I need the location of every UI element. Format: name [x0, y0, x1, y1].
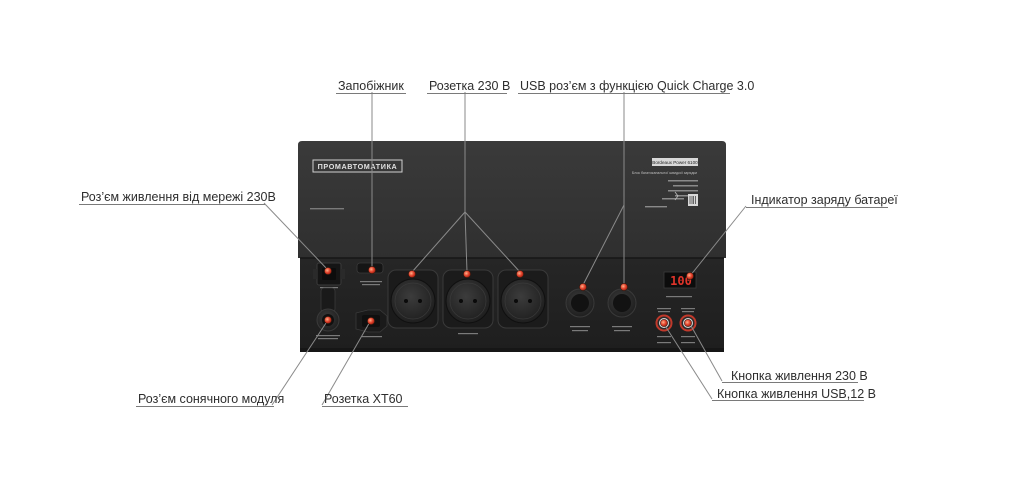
callout-underline	[322, 406, 408, 407]
socket-230v-2	[442, 269, 494, 329]
callout-markers	[324, 266, 694, 327]
device-top-housing	[298, 141, 726, 258]
callout-underline	[79, 204, 265, 205]
leader-lines	[263, 92, 747, 406]
svg-text:Блок багатоканальної швидкої з: Блок багатоканальної швидкої зарядки	[632, 171, 697, 175]
socket-230v-3	[497, 269, 549, 329]
callout-battery-indicator: Індикатор заряду батареї	[751, 193, 898, 207]
callout-underline	[427, 93, 507, 94]
socket-230v-1	[387, 269, 439, 329]
svg-text:Bordeaux Power 6100: Bordeaux Power 6100	[652, 160, 698, 165]
callout-underline	[336, 93, 406, 94]
callout-underline	[722, 382, 858, 383]
callout-power-button-230v: Кнопка живлення 230 В	[731, 369, 868, 383]
callout-underline	[746, 207, 888, 208]
callout-underline	[712, 400, 864, 401]
callout-mains-input: Роз’єм живлення від мережі 230В	[81, 190, 276, 204]
callout-underline	[136, 406, 274, 407]
svg-text:ПРОМАВТОМАТИКА: ПРОМАВТОМАТИКА	[318, 162, 398, 171]
usb-port-1	[565, 288, 595, 332]
callout-power-button-usb12v: Кнопка живлення USB,12 В	[717, 387, 876, 401]
callout-fuse: Запобіжник	[338, 79, 404, 93]
usb-port-2	[607, 288, 637, 332]
callout-usb-qc: USB роз’єм з функцією Quick Charge 3.0	[520, 79, 755, 93]
callout-solar-connector: Роз’єм сонячного модуля	[138, 392, 285, 406]
callout-underline	[518, 93, 730, 94]
mains-input-connector	[313, 262, 345, 289]
brand-logo: ПРОМАВТОМАТИКА	[312, 159, 403, 173]
callout-xt60: Розетка XT60	[324, 392, 403, 406]
callout-socket-230v: Розетка 230 В	[429, 79, 511, 93]
product-label: Bordeaux Power 6100 Блок багатоканальної…	[310, 158, 698, 210]
